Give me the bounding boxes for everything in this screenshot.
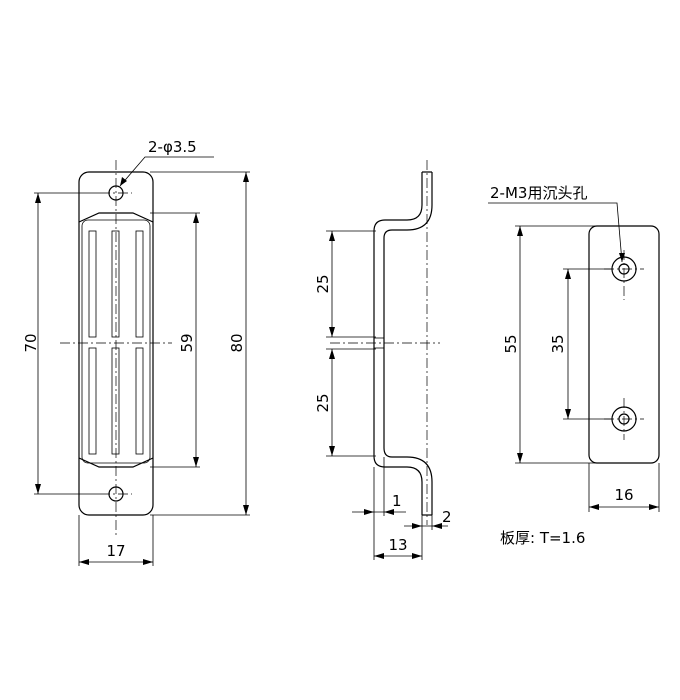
dim-arrow bbox=[517, 226, 523, 236]
dim-hole-pitch-label: 35 bbox=[549, 334, 567, 353]
dim-width-label: 16 bbox=[614, 486, 633, 504]
dim-height-total-label: 80 bbox=[228, 333, 246, 352]
strike-plate-view: 2-M3用沉头孔 55 35 16 板厚: T=1.6 bbox=[488, 184, 660, 547]
front-slot bbox=[135, 230, 144, 338]
strike-hole-callout: 2-M3用沉头孔 bbox=[490, 184, 587, 202]
dim-arrow bbox=[193, 213, 199, 223]
dim-arrow bbox=[193, 457, 199, 467]
dim-lower-label: 25 bbox=[314, 393, 332, 412]
side-profile-inner bbox=[383, 172, 433, 515]
dim-arrow bbox=[243, 505, 249, 515]
dim-arrow bbox=[79, 559, 89, 565]
dim-arrow bbox=[364, 509, 374, 515]
front-hole-leader bbox=[119, 156, 214, 187]
front-view: 2-φ3.5 70 59 80 17 bbox=[22, 138, 250, 566]
dim-arrow bbox=[374, 553, 384, 559]
dim-upper-label: 25 bbox=[314, 274, 332, 293]
dim-arrow bbox=[565, 409, 571, 419]
dim-arrow bbox=[143, 559, 153, 565]
dim-arrow bbox=[329, 231, 335, 241]
dim-height-label: 55 bbox=[502, 334, 520, 353]
dim-height-holes-label: 70 bbox=[22, 333, 40, 352]
dim-arrow bbox=[35, 484, 41, 494]
dim-arrow bbox=[649, 504, 659, 510]
dim-arrow bbox=[412, 523, 422, 529]
dim-arrow bbox=[243, 172, 249, 182]
front-slot bbox=[111, 230, 120, 338]
leader-arrow bbox=[619, 253, 625, 262]
dim-arrow bbox=[384, 509, 394, 515]
dim-arrow bbox=[35, 193, 41, 203]
front-slot bbox=[88, 347, 97, 455]
side-slot-gap bbox=[373, 337, 385, 349]
dim-offset-label: 1 bbox=[392, 492, 402, 510]
dim-slot-length-label: 59 bbox=[178, 333, 196, 352]
leader-arrow bbox=[120, 177, 127, 186]
side-view: 25 25 1 2 13 bbox=[314, 160, 452, 560]
dim-arrow bbox=[517, 453, 523, 463]
dim-arrow bbox=[432, 523, 442, 529]
front-hole-callout: 2-φ3.5 bbox=[148, 138, 197, 156]
dim-arrow bbox=[565, 269, 571, 279]
dim-thickness-label: 2 bbox=[442, 508, 452, 526]
strike-plate-outline bbox=[588, 225, 660, 464]
dim-arrow bbox=[329, 327, 335, 337]
strike-hole-leader bbox=[488, 202, 623, 263]
dim-depth-label: 13 bbox=[388, 536, 407, 554]
dim-arrow bbox=[412, 553, 422, 559]
dim-arrow bbox=[589, 504, 599, 510]
dim-arrow bbox=[329, 446, 335, 456]
front-slot bbox=[88, 230, 97, 338]
thickness-note: 板厚: T=1.6 bbox=[500, 529, 585, 547]
front-slot bbox=[135, 347, 144, 455]
side-profile-outer bbox=[373, 172, 423, 515]
dim-width-label: 17 bbox=[106, 542, 125, 560]
front-slot bbox=[111, 347, 120, 455]
dim-arrow bbox=[329, 349, 335, 359]
